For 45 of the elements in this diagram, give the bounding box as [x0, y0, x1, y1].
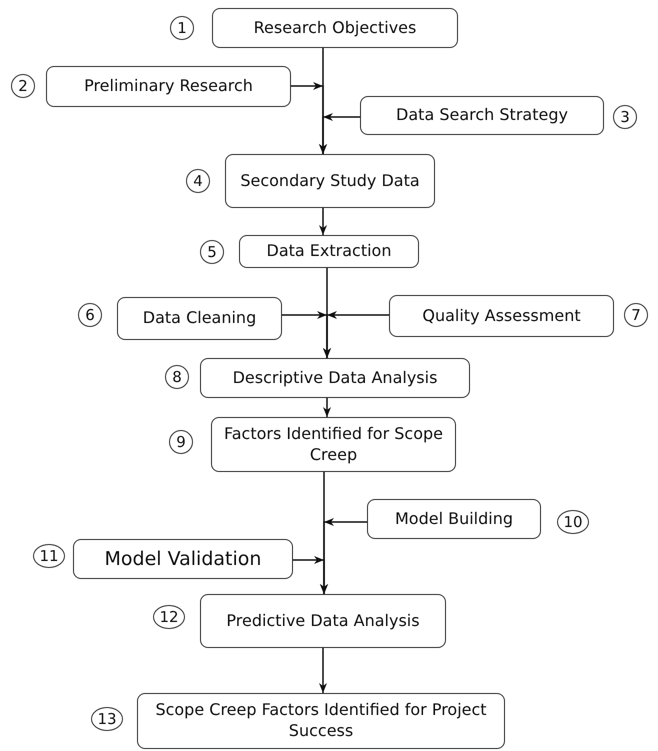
- box-label: Descriptive Data Analysis: [232, 368, 438, 388]
- arrow: [319, 208, 327, 235]
- step-number: 1: [170, 16, 194, 40]
- arrow: [293, 556, 328, 594]
- step-number: 13: [91, 707, 123, 731]
- process-box: [200, 594, 446, 648]
- process-box: [73, 539, 293, 579]
- box-label: Model Building: [394, 508, 514, 530]
- process-box: [389, 295, 614, 337]
- step-number: 12: [153, 605, 185, 629]
- process-box: [137, 693, 505, 749]
- box-label: Factors Identified for Scope Creep: [223, 424, 444, 466]
- box-label: Secondary Study Data: [240, 170, 420, 192]
- step-number: 2: [11, 74, 35, 98]
- process-box: [46, 66, 291, 107]
- step-number: 5: [200, 240, 224, 264]
- arrow: [323, 311, 389, 358]
- arrow: [319, 113, 360, 154]
- process-box: [212, 8, 458, 48]
- step-number: 9: [169, 430, 193, 454]
- box-label: Data Extraction: [266, 241, 392, 262]
- box-label: Scope Creep Factors Identified for Project Success: [154, 700, 488, 742]
- box-label: Preliminary Research: [84, 76, 253, 97]
- process-box: [239, 235, 419, 268]
- process-box: [360, 96, 604, 135]
- step-number: 10: [557, 510, 589, 534]
- box-label: Data Search Strategy: [396, 105, 568, 126]
- arrow: [323, 398, 331, 417]
- step-number: 11: [33, 544, 65, 568]
- box-label: Data Cleaning: [142, 308, 256, 329]
- arrow: [319, 648, 327, 693]
- process-box: [367, 499, 541, 539]
- box-label: Predictive Data Analysis: [226, 610, 420, 632]
- box-label: Research Objectives: [254, 18, 416, 38]
- step-number: 6: [78, 303, 102, 327]
- process-box: [200, 358, 470, 398]
- step-number: 3: [613, 105, 637, 129]
- process-box: [211, 417, 456, 472]
- step-number: 7: [624, 303, 648, 327]
- step-number: 8: [165, 365, 189, 389]
- process-box: [117, 297, 282, 340]
- box-label: Quality Assessment: [422, 306, 581, 326]
- process-box: [225, 154, 435, 208]
- box-label: Model Validation: [104, 546, 262, 572]
- step-number: 4: [186, 169, 210, 193]
